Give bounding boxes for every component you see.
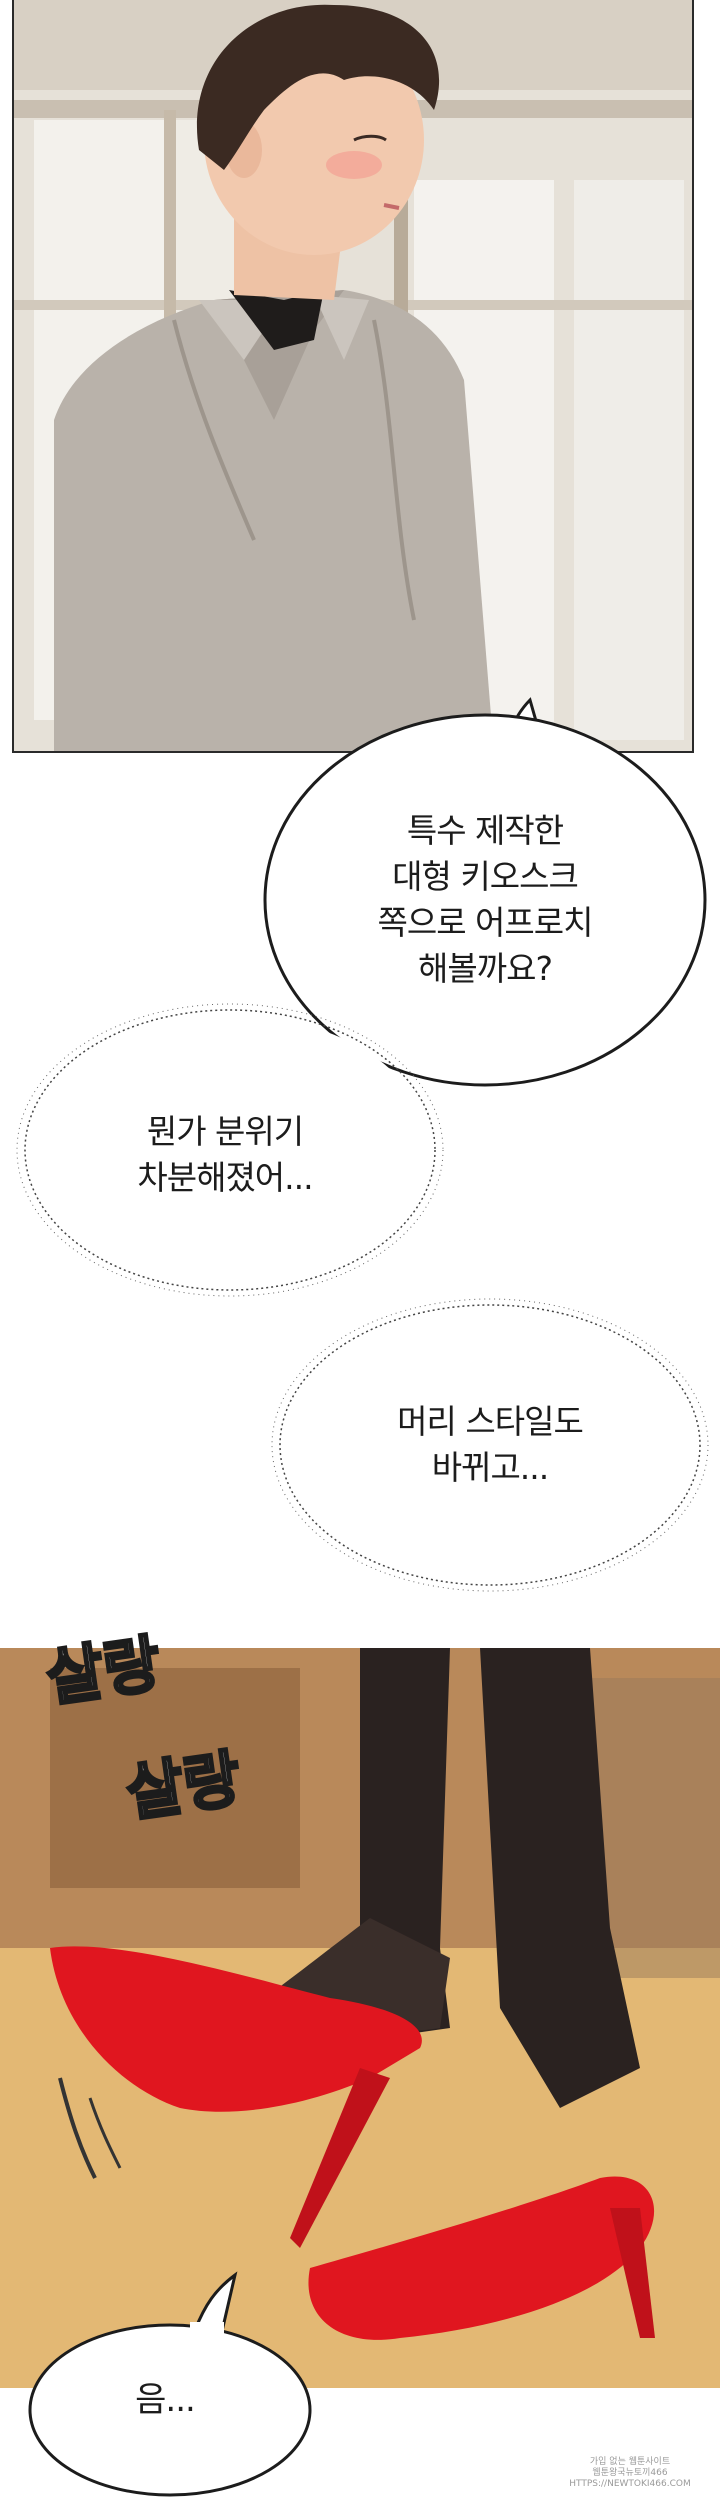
watermark-line: HTTPS://NEWTOKI466.COM: [569, 2479, 691, 2489]
bubble-line: 머리 스타일도: [397, 1402, 584, 1441]
bubble-line: 특수 제작한: [406, 810, 564, 850]
site-watermark: 가입 없는 웹툰사이트 웹툰왕국뉴토끼466 HTTPS://NEWTOKI46…: [555, 2420, 705, 2490]
sound-effect-sway: 살랑 살랑: [40, 1625, 246, 1831]
speech-bubble-shape: [28, 2271, 312, 2497]
bubble-line: 뭔가 분위기: [146, 1112, 304, 1151]
watermark-line: 가입 없는 웹툰사이트: [589, 2457, 671, 2467]
bubble-line: 음...: [135, 2380, 196, 2420]
speech-bubble-pitch: 특수 제작한 대형 키오스크 쪽으로 어프로치 해볼까요?: [265, 712, 705, 1087]
sfx-first: 살랑: [42, 1627, 165, 1715]
bubble-line: 해볼까요?: [418, 948, 553, 988]
thought-bubble-spiky-shape: [16, 1003, 444, 1297]
heel-illustration: [0, 1648, 720, 2388]
bubble-line: 쪽으로 어프로치: [377, 902, 593, 942]
panel-red-heel: [0, 1648, 720, 2388]
panel-man-in-office: [12, 0, 694, 753]
thought-bubble-spiky-shape: [271, 1298, 709, 1592]
bubble-line: 차분해졌어...: [137, 1158, 313, 1197]
bubble-line: 바뀌고...: [431, 1448, 550, 1487]
thought-bubble-mood: 뭔가 분위기 차분해졌어...: [60, 1055, 390, 1255]
watermark-line: 웹툰왕국뉴토끼466: [592, 2468, 668, 2478]
speech-bubble-hmm: 음...: [40, 2320, 290, 2480]
thought-bubble-hair: 머리 스타일도 바뀌고...: [330, 1350, 650, 1540]
man-illustration: [14, 0, 692, 751]
speech-bubble-shape: [263, 697, 707, 1087]
bubble-line: 대형 키오스크: [392, 856, 579, 896]
sfx-second: 살랑: [122, 1742, 245, 1830]
